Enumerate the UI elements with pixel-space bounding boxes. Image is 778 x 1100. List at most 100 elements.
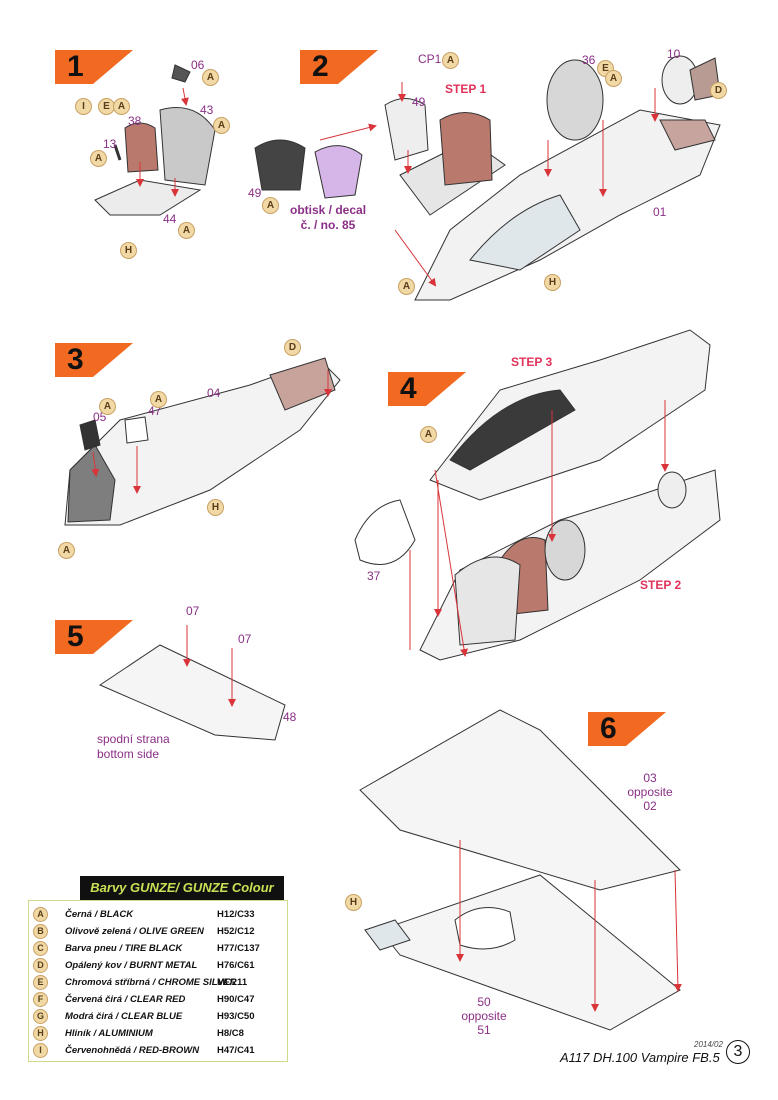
part-label-38: 38 <box>128 114 142 128</box>
colour-table-title: Barvy GUNZE/ GUNZE Colour No. <box>80 876 284 919</box>
colour-row-letter: A <box>33 907 48 922</box>
colour-row-code: MC211 <box>217 977 248 988</box>
colour-row: F Červená čirá / CLEAR RED H90/C47 <box>29 992 287 1008</box>
colour-badge-h: H <box>345 894 362 911</box>
colour-row-letter: D <box>33 958 48 973</box>
colour-badge-a: A <box>202 69 219 86</box>
colour-row: C Barva pneu / TIRE BLACK H77/C137 <box>29 941 287 957</box>
step-3-note: STEP 3 <box>511 355 553 369</box>
colour-badge-a: A <box>262 197 279 214</box>
colour-row-code: H8/C8 <box>217 1028 244 1039</box>
part-label-50-group: 50 opposite 51 <box>456 995 512 1037</box>
colour-badge-a: A <box>113 98 130 115</box>
colour-row-name: Červenohnědá / RED-BROWN <box>65 1045 200 1056</box>
colour-row-letter: I <box>33 1043 48 1058</box>
decal-note-line1: obtisk / decal <box>290 203 367 217</box>
bottom-side-note: spodní strana bottom side <box>97 732 170 762</box>
part-label-10: 10 <box>667 47 681 61</box>
part-label-48: 48 <box>283 710 297 724</box>
colour-row: E Chromová stříbrná / CHROME SILVER MC21… <box>29 975 287 991</box>
colour-row-name: Modrá čirá / CLEAR BLUE <box>65 1011 183 1022</box>
colour-badge-a: A <box>420 426 437 443</box>
step-2-flag: 2 <box>300 50 378 84</box>
decal-note-line2: č. / no. 85 <box>300 218 356 232</box>
step-5-flag: 5 <box>55 620 133 654</box>
step-2-number: 2 <box>312 50 329 83</box>
part-label-13: 13 <box>103 137 117 151</box>
step-4-flag: 4 <box>388 372 466 406</box>
colour-row: A Černá / BLACK H12/C33 <box>29 907 287 923</box>
colour-row-name: Černá / BLACK <box>65 909 134 920</box>
colour-row-code: H90/C47 <box>217 994 255 1005</box>
colour-badge-h: H <box>544 274 561 291</box>
footer-date: 2014/02 <box>694 1040 723 1049</box>
colour-row-code: H12/C33 <box>217 909 255 920</box>
colour-row-name: Opálený kov / BURNT METAL <box>65 960 198 971</box>
colour-row-letter: H <box>33 1026 48 1041</box>
colour-row-letter: C <box>33 941 48 956</box>
colour-badge-h: H <box>120 242 137 259</box>
part-label-03-group: 03 opposite 02 <box>622 771 678 813</box>
part-label-37: 37 <box>367 569 381 583</box>
colour-row-code: H93/C50 <box>217 1011 255 1022</box>
colour-row-letter: F <box>33 992 48 1007</box>
step1-cockpit-drawing <box>94 64 216 216</box>
step-3-flag: 3 <box>55 343 133 377</box>
colour-row: D Opálený kov / BURNT METAL H76/C61 <box>29 958 287 974</box>
step5-drawing <box>98 644 286 741</box>
colour-badge-a: A <box>150 391 167 408</box>
part-label-02: 02 <box>643 799 657 813</box>
step-3-number: 3 <box>67 343 84 376</box>
footer-title: A117 DH.100 Vampire FB.5 <box>560 1050 720 1065</box>
part-label-03: 03 <box>643 771 657 785</box>
colour-badge-a: A <box>58 542 75 559</box>
part-label-06: 06 <box>191 58 205 72</box>
opposite-label-top: opposite <box>627 785 673 799</box>
decal-note: obtisk / decal č. / no. 85 <box>290 203 366 233</box>
colour-row: I Červenohnědá / RED-BROWN H47/C41 <box>29 1043 287 1059</box>
part-label-44: 44 <box>163 212 177 226</box>
colour-badge-a: A <box>398 278 415 295</box>
colour-badge-a: A <box>605 70 622 87</box>
page-number: 3 <box>726 1040 750 1064</box>
colour-badge-d: D <box>710 82 727 99</box>
step-6-flag: 6 <box>588 712 666 746</box>
colour-badge-a: A <box>213 117 230 134</box>
part-label-50: 50 <box>477 995 491 1009</box>
colour-badge-a: A <box>90 150 107 167</box>
colour-row-name: Červená čirá / CLEAR RED <box>65 994 186 1005</box>
colour-row-name: Barva pneu / TIRE BLACK <box>65 943 183 954</box>
part-label-49-frame: 49 <box>412 95 426 109</box>
part-label-49-panel: 49 <box>248 186 262 200</box>
part-label-cp1: CP1 <box>418 52 442 66</box>
step-4-number: 4 <box>400 372 417 405</box>
colour-table: A Černá / BLACK H12/C33 B Olivově zelená… <box>28 900 288 1062</box>
part-label-43: 43 <box>200 103 214 117</box>
colour-row-code: H76/C61 <box>217 960 255 971</box>
colour-row-name: Olivově zelená / OLIVE GREEN <box>65 926 204 937</box>
bottom-side-line2: bottom side <box>97 747 160 761</box>
step6-drawing <box>359 709 681 1031</box>
step-1-number: 1 <box>67 50 84 83</box>
part-label-07-left: 07 <box>186 604 200 618</box>
colour-badge-a: A <box>178 222 195 239</box>
step-5-number: 5 <box>67 620 84 653</box>
part-label-01: 01 <box>653 205 667 219</box>
colour-badge-i: I <box>75 98 92 115</box>
colour-badge-d: D <box>284 339 301 356</box>
step-1-note: STEP 1 <box>445 82 487 96</box>
colour-row: B Olivově zelená / OLIVE GREEN H52/C12 <box>29 924 287 940</box>
colour-row: H Hliník / ALUMINIUM H8/C8 <box>29 1026 287 1042</box>
colour-row-letter: B <box>33 924 48 939</box>
colour-badge-a: A <box>99 398 116 415</box>
part-label-36: 36 <box>582 53 596 67</box>
step-1-flag: 1 <box>55 50 133 84</box>
colour-badge-h: H <box>207 499 224 516</box>
colour-row-name: Hliník / ALUMINIUM <box>65 1028 153 1039</box>
part-label-51: 51 <box>477 1023 491 1037</box>
colour-row: G Modrá čirá / CLEAR BLUE H93/C50 <box>29 1009 287 1025</box>
step3-drawing <box>64 357 341 526</box>
bottom-side-line1: spodní strana <box>97 732 170 746</box>
